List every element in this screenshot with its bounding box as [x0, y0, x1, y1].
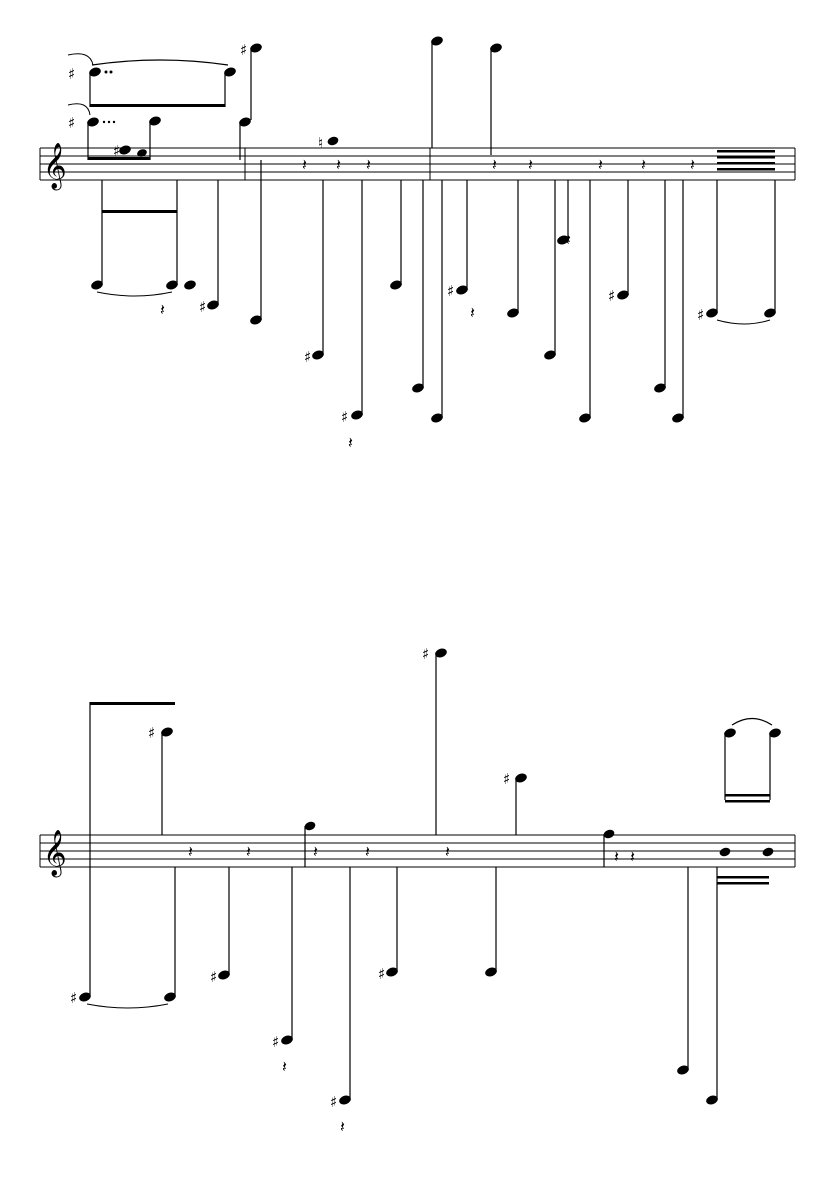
svg-text:♯: ♯ — [304, 348, 311, 366]
svg-text:♯: ♯ — [341, 408, 348, 426]
svg-text:𝄽: 𝄽 — [598, 155, 603, 174]
svg-text:𝄽: 𝄽 — [641, 155, 646, 174]
svg-text:♯: ♯ — [148, 724, 155, 742]
svg-text:♯: ♯ — [113, 142, 120, 160]
svg-text:♯: ♯ — [447, 282, 454, 300]
svg-text:𝄽: 𝄽 — [348, 433, 353, 452]
svg-text:𝄽: 𝄽 — [528, 155, 533, 174]
svg-text:𝄽: 𝄽 — [313, 842, 318, 861]
svg-text:𝄽: 𝄽 — [282, 1057, 287, 1076]
svg-text:𝄽: 𝄽 — [445, 842, 450, 861]
svg-text:♯: ♯ — [199, 298, 206, 316]
svg-text:𝄽: 𝄽 — [492, 155, 497, 174]
svg-text:𝄽: 𝄽 — [566, 230, 571, 249]
svg-text:𝄽: 𝄽 — [366, 155, 371, 174]
system-128: 𝄞 ♯ ♯ ♯ ♯ ♯ ♯ — [39, 645, 796, 1136]
svg-text:♯: ♯ — [378, 965, 385, 983]
rests: 𝄽 𝄽 𝄽 𝄽 𝄽 𝄽 𝄽 𝄽 𝄽 𝄽 𝄽 𝄽 — [160, 155, 695, 452]
svg-text:𝄽: 𝄽 — [340, 1117, 345, 1136]
upper-voice-notes: ♯ ♯ — [304, 645, 781, 885]
svg-text:♮: ♮ — [318, 134, 323, 152]
svg-text:𝄽: 𝄽 — [470, 303, 475, 322]
svg-text:♯: ♯ — [272, 1033, 279, 1051]
beamed-group: ♯ ♯ — [70, 702, 176, 1009]
svg-text:𝄽: 𝄽 — [336, 155, 341, 174]
svg-text:𝄽: 𝄽 — [302, 155, 307, 174]
svg-text:♯: ♯ — [697, 306, 704, 324]
beamed-group-upper-2: ♯ ♯ — [67, 103, 161, 160]
lower-voice-notes: ♯ ♯ ♯ ♯ — [91, 150, 776, 426]
staff-lines — [39, 834, 796, 868]
svg-text:♯: ♯ — [70, 989, 77, 1007]
staff-lines — [39, 147, 796, 181]
rests: 𝄽 𝄽 𝄽 𝄽 𝄽 𝄽 𝄽 𝄽 𝄽 — [188, 842, 635, 1136]
svg-text:𝄽: 𝄽 — [365, 842, 370, 861]
beamed-group-upper: ♯ — [67, 53, 236, 107]
svg-text:♯: ♯ — [68, 65, 75, 83]
svg-text:𝄽: 𝄽 — [246, 842, 251, 861]
upper-voice-notes: ♯ ♮ — [239, 36, 502, 160]
svg-text:♯: ♯ — [503, 770, 510, 788]
svg-text:♯: ♯ — [608, 287, 615, 305]
svg-text:𝄽: 𝄽 — [614, 847, 619, 866]
system-127: 𝄞 ♯ ♯ ♯ — [39, 36, 796, 452]
treble-clef-icon: 𝄞 — [43, 830, 67, 878]
svg-text:♯: ♯ — [68, 114, 75, 132]
svg-text:𝄽: 𝄽 — [690, 155, 695, 174]
lower-voice-notes: ♯ ♯ ♯ ♯ — [210, 867, 718, 1111]
svg-text:𝄽: 𝄽 — [630, 847, 635, 866]
svg-text:𝄽: 𝄽 — [160, 300, 165, 319]
svg-text:♯: ♯ — [422, 645, 429, 663]
svg-text:♯: ♯ — [210, 968, 217, 986]
svg-text:𝄽: 𝄽 — [188, 842, 193, 861]
svg-text:♯: ♯ — [330, 1093, 337, 1111]
treble-clef-icon: 𝄞 — [43, 143, 67, 191]
svg-text:♯: ♯ — [240, 41, 247, 59]
